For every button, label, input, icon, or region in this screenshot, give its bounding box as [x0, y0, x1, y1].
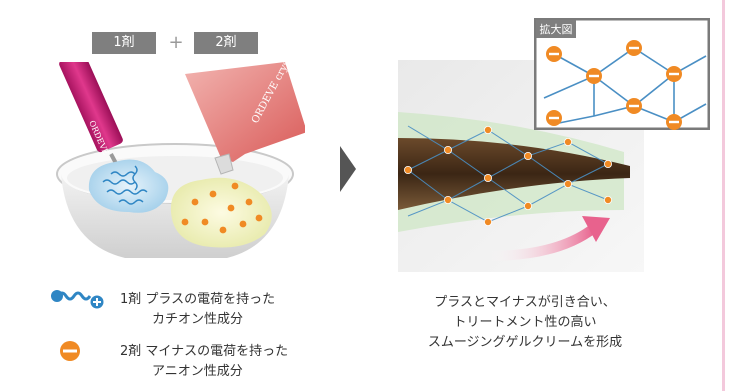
result-caption: プラスとマイナスが引き合い、 トリートメント性の高い スムージングゲルクリームを… [380, 293, 670, 353]
agent-tags: 1剤 + 2剤 [92, 32, 262, 54]
caption-line-3: スムージングゲルクリームを形成 [427, 335, 623, 350]
smoothing-arrow-icon [483, 223, 599, 261]
anion-minus-icon [60, 341, 80, 361]
legend-line1-cation: プラスの電荷を持った [145, 292, 276, 307]
legend-text-anion: 2剤 マイナスの電荷を持った アニオン性成分 [120, 342, 350, 382]
legend-line2-cation: カチオン性成分 [152, 312, 244, 327]
gel-network [407, 125, 609, 223]
legend: 1剤 プラスの電荷を持った カチオン性成分 2剤 マイナスの電荷を持った アニオ… [50, 290, 350, 380]
right-edge-rule [722, 0, 725, 391]
cation-chain-icon [51, 290, 104, 309]
transition-arrow-icon [340, 146, 356, 192]
legend-line1-anion: マイナスの電荷を持った [145, 344, 289, 359]
anion-dots [404, 126, 612, 226]
legend-text-cation: 1剤 プラスの電荷を持った カチオン性成分 [120, 290, 350, 330]
caption-line-1: プラスとマイナスが引き合い、 [434, 295, 616, 310]
zoom-label: 拡大図 [539, 23, 573, 36]
cation-gel-blob [88, 159, 169, 213]
agent2-tag: 2剤 [194, 32, 258, 54]
legend-agent1: 1剤 [120, 292, 142, 307]
caption-line-2: トリートメント性の高い [453, 315, 597, 330]
zoom-anion-dots [546, 40, 682, 130]
agent2-pouch: ORDEVE crystal [185, 62, 305, 175]
zoom-box [534, 18, 710, 130]
legend-line2-anion: アニオン性成分 [152, 364, 243, 379]
legend-agent2: 2剤 [120, 344, 142, 359]
anion-gel-blob [170, 177, 272, 248]
hair-gel-illustration [398, 60, 644, 272]
agent1-tag: 1剤 [92, 32, 156, 54]
mixing-illustration: ORDEVE ORDEVE crystal [56, 62, 305, 258]
plus-sign: + [168, 32, 184, 53]
